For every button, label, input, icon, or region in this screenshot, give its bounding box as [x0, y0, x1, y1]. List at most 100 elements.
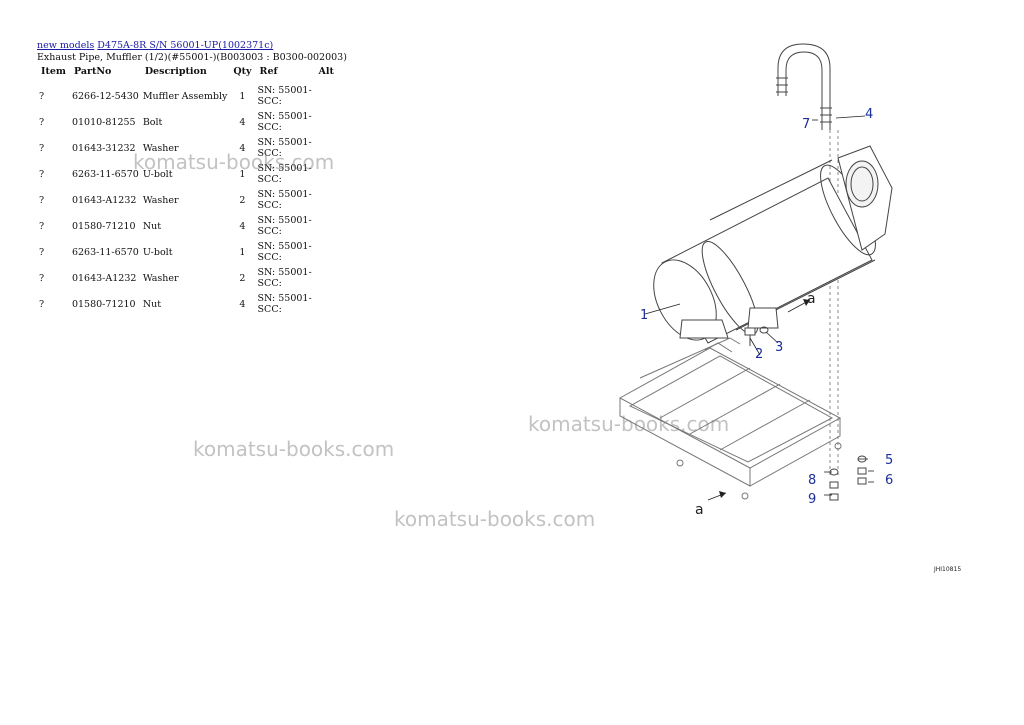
item-cell: ?	[39, 116, 45, 128]
partno-cell: 01643-31232	[71, 142, 136, 154]
header-description: Description	[144, 66, 207, 77]
ref-cell: SN: 55001-SCC:	[256, 161, 315, 187]
partno-cell: 6263-11-6570	[71, 168, 139, 180]
description-cell: Washer	[142, 272, 179, 284]
ref-cell: SN: 55001-SCC:	[256, 83, 315, 109]
ref-serial: SN: 55001-	[257, 163, 312, 174]
callout-9: 9	[808, 492, 816, 507]
watermark: komatsu-books.com	[528, 412, 730, 436]
callout-4: 4	[865, 107, 873, 122]
callout-5: 5	[885, 453, 893, 468]
callout-a-lower: a	[695, 502, 704, 518]
ref-serial: SN: 55001-	[257, 215, 312, 226]
parts-table: Item PartNo Description Qty Ref Alt ? 626…	[37, 65, 338, 317]
item-cell: ?	[39, 90, 45, 102]
description-cell: Nut	[142, 220, 162, 232]
ref-cell: SN: 55001-SCC:	[256, 187, 315, 213]
header-ref: Ref	[259, 66, 278, 77]
ref-scc: SCC:	[257, 278, 282, 289]
ref-cell: SN: 55001-SCC:	[256, 239, 315, 265]
watermark: komatsu-books.com	[133, 150, 335, 174]
exploded-parts-diagram: 1 2 3 4 7 5 6 8 9 a a	[618, 43, 893, 518]
partno-cell: 6263-11-6570	[71, 246, 139, 258]
qty-cell: 1	[239, 90, 246, 102]
ref-cell: SN: 55001-SCC:	[256, 213, 315, 239]
description-cell: Washer	[142, 142, 179, 154]
muffler-assembly-drawing	[653, 145, 893, 344]
partno-cell: 6266-12-5430	[71, 90, 139, 102]
qty-cell: 1	[239, 246, 246, 258]
table-row: ? 01643-31232 Washer 4 SN: 55001-SCC:	[37, 135, 338, 161]
item-cell: ?	[39, 142, 45, 154]
description-cell: U-bolt	[142, 168, 173, 180]
breadcrumb-link-model[interactable]: D475A-8R S/N 56001-UP(1002371c)	[97, 40, 274, 51]
description-cell: Nut	[142, 298, 162, 310]
qty-cell: 4	[239, 116, 246, 128]
ref-scc: SCC:	[257, 174, 282, 185]
ref-serial: SN: 55001-	[257, 241, 312, 252]
callout-6: 6	[885, 473, 893, 488]
ref-scc: SCC:	[257, 304, 282, 315]
ref-scc: SCC:	[257, 122, 282, 133]
page-title: Exhaust Pipe, Muffler (1/2)(#55001-)(B00…	[37, 52, 347, 63]
ref-scc: SCC:	[257, 226, 282, 237]
partno-cell: 01010-81255	[71, 116, 136, 128]
breadcrumb-link-new-models[interactable]: new models	[37, 40, 95, 51]
alt-cell	[315, 239, 338, 265]
table-row: ? 01580-71210 Nut 4 SN: 55001-SCC:	[37, 291, 338, 317]
ref-cell: SN: 55001-SCC:	[256, 109, 315, 135]
qty-cell: 2	[239, 272, 246, 284]
qty-cell: 1	[239, 168, 246, 180]
breadcrumb: new models D475A-8R S/N 56001-UP(1002371…	[37, 40, 273, 51]
ref-serial: SN: 55001-	[257, 267, 312, 278]
ref-scc: SCC:	[257, 252, 282, 263]
description-cell: Washer	[142, 194, 179, 206]
callout-7: 7	[802, 117, 810, 132]
callout-2: 2	[755, 347, 763, 362]
partno-cell: 01580-71210	[71, 298, 136, 310]
ref-serial: SN: 55001-	[257, 189, 312, 200]
ref-serial: SN: 55001-	[257, 85, 312, 96]
alt-cell	[315, 83, 338, 109]
ref-serial: SN: 55001-	[257, 293, 312, 304]
alt-cell	[315, 213, 338, 239]
partno-cell: 01643-A1232	[71, 194, 137, 206]
alt-cell	[315, 291, 338, 317]
ref-cell: SN: 55001-SCC:	[256, 291, 315, 317]
alt-cell	[315, 187, 338, 213]
figure-code: JHI10815	[934, 566, 962, 573]
header-alt: Alt	[318, 66, 334, 77]
frame-drawing	[618, 337, 842, 500]
item-cell: ?	[39, 194, 45, 206]
ref-cell: SN: 55001-SCC:	[256, 135, 315, 161]
ref-serial: SN: 55001-	[257, 137, 312, 148]
partno-cell: 01643-A1232	[71, 272, 137, 284]
partno-cell: 01580-71210	[71, 220, 136, 232]
alt-cell	[315, 265, 338, 291]
u-bolt-drawing	[776, 43, 832, 130]
watermark: komatsu-books.com	[193, 437, 395, 461]
item-cell: ?	[39, 220, 45, 232]
table-header-row: Item PartNo Description Qty Ref Alt	[37, 65, 338, 83]
ref-cell: SN: 55001-SCC:	[256, 265, 315, 291]
item-cell: ?	[39, 168, 45, 180]
callout-3: 3	[775, 340, 783, 355]
bolt-washer-drawing	[744, 326, 769, 346]
arrow-icon	[803, 299, 810, 306]
header-item: Item	[41, 66, 66, 77]
qty-cell: 4	[239, 142, 246, 154]
ref-serial: SN: 55001-	[257, 111, 312, 122]
qty-cell: 4	[239, 298, 246, 310]
callout-a-upper: a	[807, 291, 816, 307]
ref-scc: SCC:	[257, 200, 282, 211]
item-cell: ?	[39, 298, 45, 310]
header-partno: PartNo	[73, 66, 112, 77]
header-qty: Qty	[233, 66, 252, 77]
